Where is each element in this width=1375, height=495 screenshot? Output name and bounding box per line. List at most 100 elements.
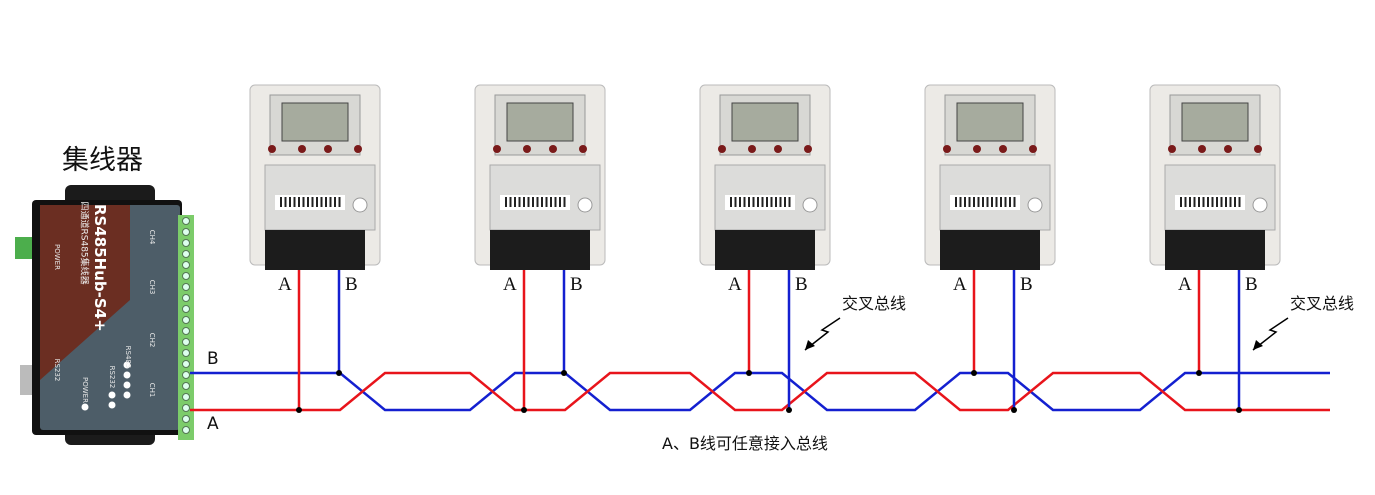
bottom-note: A、B线可任意接入总线 (662, 434, 828, 453)
barcode-bar (1225, 197, 1227, 207)
barcode-bar (523, 197, 525, 207)
barcode-bar (775, 197, 777, 207)
meter-b-label: B (1245, 274, 1258, 295)
hub-title: 集线器 (62, 145, 143, 176)
barcode-bar (509, 197, 512, 207)
barcode-bar (1198, 197, 1200, 207)
meter-button (999, 145, 1007, 153)
barcode-bar (770, 197, 773, 207)
hub-led (108, 401, 116, 409)
hub-led (123, 381, 131, 389)
meter-button (804, 145, 812, 153)
meter-button (1029, 145, 1037, 153)
meter-a-label: A (953, 274, 967, 295)
barcode-bar (527, 197, 530, 207)
barcode-bar (311, 197, 314, 207)
meter-seal (577, 197, 593, 213)
electric-meter-5 (1149, 84, 1281, 413)
meter-button (298, 145, 306, 153)
meter-button (268, 145, 276, 153)
meter-terminal-block (715, 230, 815, 270)
terminal-screw (182, 426, 190, 434)
port-label-ch1: CH1 (148, 382, 156, 398)
barcode-bar (541, 197, 543, 207)
barcode-bar (973, 197, 975, 207)
meter-b-label: B (795, 274, 808, 295)
barcode-bar (307, 197, 309, 207)
terminal-screw (182, 393, 190, 401)
bus-wire-a (190, 371, 1330, 412)
meter-button (493, 145, 501, 153)
terminal-screw (182, 415, 190, 423)
meter-b-label: B (1020, 274, 1033, 295)
port-label-ch4: CH4 (148, 229, 156, 245)
barcode-bar (338, 197, 341, 207)
barcode-bar (991, 197, 993, 207)
electric-meter-1 (249, 84, 381, 413)
barcode-bar (955, 197, 957, 207)
meter-terminal-block (490, 230, 590, 270)
barcode-bar (1229, 197, 1232, 207)
meter-a-label: A (728, 274, 742, 295)
terminal-screw (182, 316, 190, 324)
barcode-bar (514, 197, 516, 207)
meter-barcode-area (950, 195, 1020, 210)
meter-seal (1252, 197, 1268, 213)
barcode-bar (518, 197, 521, 207)
meter-button (354, 145, 362, 153)
meter-a-label: A (278, 274, 292, 295)
meter-lcd (1181, 102, 1249, 142)
meter-b-label: B (345, 274, 358, 295)
meter-seal (1027, 197, 1043, 213)
terminal-screw (182, 349, 190, 357)
power-terminal (15, 237, 33, 259)
arrow-head-icon (1253, 340, 1263, 350)
meter-lcd (956, 102, 1024, 142)
barcode-bar (1211, 197, 1214, 207)
barcode-bar (959, 197, 962, 207)
barcode-bar (302, 197, 305, 207)
barcode-bar (536, 197, 539, 207)
meter-button (579, 145, 587, 153)
meter-barcode-area (1175, 195, 1245, 210)
junction-dot (336, 370, 342, 376)
hub-text-area: RS485Hub-S4+ 四通道RS485集线器 (60, 202, 120, 435)
barcode-bar (550, 197, 552, 207)
junction-dot (1196, 370, 1202, 376)
barcode-bar (325, 197, 327, 207)
barcode-bar (968, 197, 971, 207)
hub-led (123, 391, 131, 399)
barcode-bar (734, 197, 737, 207)
junction-dot (521, 407, 527, 413)
bus-a-label: A (207, 414, 219, 434)
barcode-bar (748, 197, 750, 207)
meter-seal (352, 197, 368, 213)
barcode-bar (730, 197, 732, 207)
meter-lcd (731, 102, 799, 142)
junction-dot (296, 407, 302, 413)
barcode-bar (289, 197, 291, 207)
barcode-bar (320, 197, 323, 207)
junction-dot (786, 407, 792, 413)
hub-brown-panel (40, 205, 130, 380)
barcode-bar (784, 197, 786, 207)
barcode-bar (766, 197, 768, 207)
meter-a-label: A (1178, 274, 1192, 295)
meter-button (324, 145, 332, 153)
meter-lcd (506, 102, 574, 142)
meter-button (748, 145, 756, 153)
barcode-bar (563, 197, 566, 207)
barcode-bar (1234, 197, 1236, 207)
meter-a-label: A (503, 274, 517, 295)
port-label-ch3: CH3 (148, 279, 156, 295)
barcode-bar (788, 197, 791, 207)
terminal-screw (182, 272, 190, 280)
lightning-arrow-icon (1252, 317, 1289, 351)
meter-barcode-area (275, 195, 345, 210)
terminal-screw (182, 382, 190, 390)
cross-bus-label-2: 交叉总线 (1290, 294, 1355, 313)
barcode-bar (1193, 197, 1196, 207)
barcode-bar (1013, 197, 1016, 207)
terminal-screw (182, 404, 190, 412)
